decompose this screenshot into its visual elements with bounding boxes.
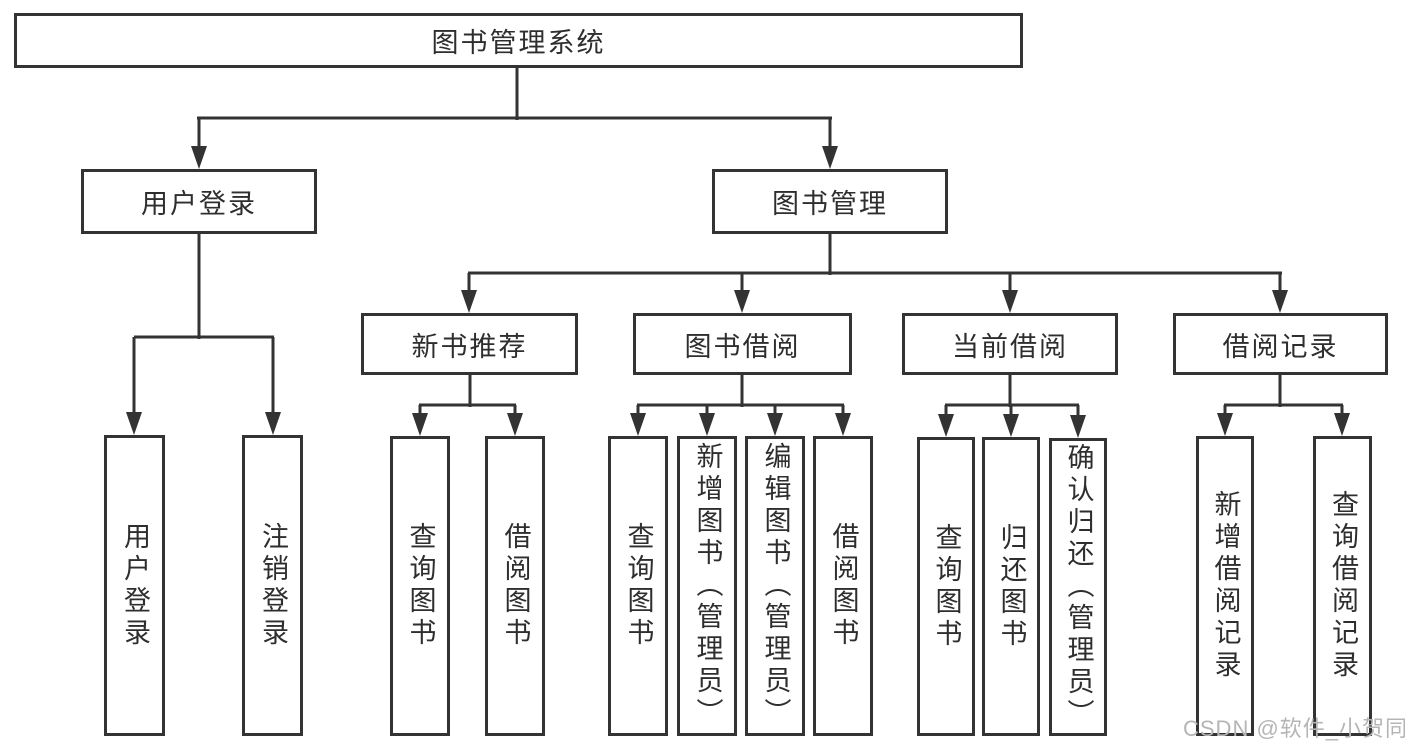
node-label: 归还图书: [996, 522, 1027, 651]
node-label: 新书推荐: [411, 331, 528, 362]
node-book-borrow: 图书借阅: [633, 313, 852, 375]
node-label: 当前借阅: [952, 331, 1068, 362]
node-label: 查询图书: [405, 522, 436, 650]
node-label: 新增图书（管理员）: [692, 442, 723, 730]
leaf-logout: 注销登录: [242, 435, 303, 736]
node-new-book-recommend: 新书推荐: [361, 313, 578, 375]
node-label: 用户登录: [120, 521, 150, 650]
node-label: 确认归还（管理员）: [1063, 443, 1094, 731]
node-label: 借阅图书: [500, 522, 531, 650]
node-label: 借阅记录: [1222, 331, 1339, 362]
leaf-user-login: 用户登录: [104, 435, 165, 736]
leaf-query-book-2: 查询图书: [608, 436, 668, 736]
node-label: 图书管理: [772, 189, 888, 219]
leaf-return-book: 归还图书: [982, 437, 1040, 736]
leaf-query-borrow-record: 查询借阅记录: [1313, 436, 1372, 736]
node-label: 借阅图书: [828, 522, 859, 650]
leaf-add-book-admin: 新增图书（管理员）: [677, 436, 737, 736]
node-label: 查询图书: [623, 522, 654, 650]
leaf-edit-book-admin: 编辑图书（管理员）: [745, 436, 805, 736]
node-user-login: 用户登录: [81, 169, 317, 234]
node-current-borrow: 当前借阅: [902, 313, 1118, 375]
node-label: 新增借阅记录: [1210, 490, 1241, 682]
node-label: 图书管理系统: [431, 28, 606, 58]
csdn-watermark: CSDN @软件_小贺同学: [1183, 716, 1405, 741]
leaf-borrow-book-1: 借阅图书: [485, 436, 545, 736]
node-label: 注销登录: [258, 521, 288, 650]
node-borrow-record: 借阅记录: [1173, 313, 1388, 375]
leaf-query-book-1: 查询图书: [390, 436, 450, 736]
node-label: 用户登录: [141, 189, 257, 219]
node-label: 编辑图书（管理员）: [760, 442, 791, 730]
leaf-add-borrow-record: 新增借阅记录: [1196, 436, 1254, 736]
node-label: 查询图书: [931, 522, 962, 651]
leaf-borrow-book-2: 借阅图书: [813, 436, 873, 736]
node-label: 图书借阅: [684, 331, 801, 362]
leaf-query-book-3: 查询图书: [917, 437, 975, 736]
node-label: 查询借阅记录: [1328, 490, 1358, 682]
node-root-system: 图书管理系统: [14, 13, 1023, 68]
leaf-confirm-return-admin: 确认归还（管理员）: [1049, 438, 1107, 736]
node-book-management: 图书管理: [712, 169, 948, 234]
